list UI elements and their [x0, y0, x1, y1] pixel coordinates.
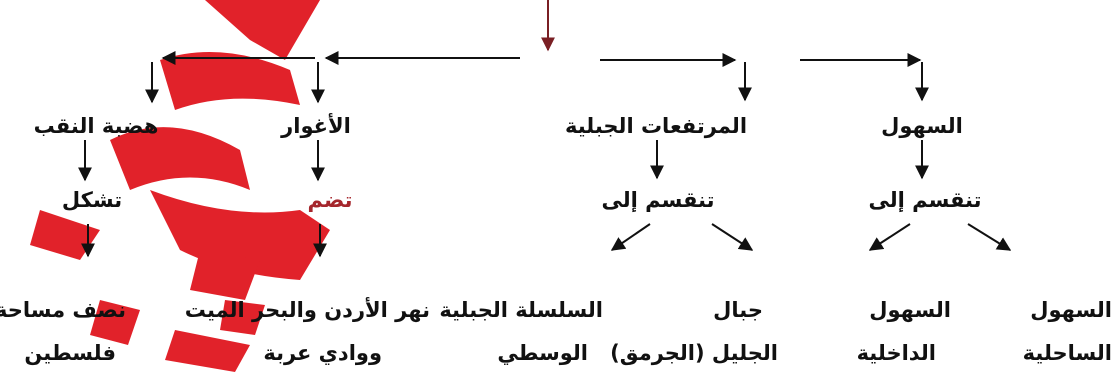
category-ghor: الأغوار	[281, 114, 351, 138]
leaf-central-range-line2: الوسطي	[497, 341, 588, 365]
arrow-mountains-left	[610, 223, 651, 251]
leaf-central-range-line1: السلسلة الجبلية	[439, 298, 603, 322]
arrow-plains-left	[868, 223, 911, 251]
subtitle-negev: تشكل	[61, 188, 123, 212]
leaf-jordan-deadsea-line1: نهر الأردن والبحر الميت	[184, 298, 430, 322]
leaf-jordan-deadsea-line2: ووادي عربة	[263, 341, 382, 365]
leaf-half-area-line2: فلسطين	[24, 341, 116, 365]
subtitle-ghor: تضم	[307, 188, 353, 212]
category-plains: السهول	[881, 114, 963, 138]
leaf-interior-plains-line2: الداخلية	[856, 341, 936, 365]
leaf-coastal-plains-line1: السهول	[1030, 298, 1112, 322]
arrow-plains-right	[967, 223, 1012, 251]
leaf-galilee-line2: الجليل (الجرمق)	[610, 341, 778, 365]
leaf-interior-plains-line1: السهول	[869, 298, 951, 322]
leaf-coastal-plains-line2: الساحلية	[1022, 341, 1112, 365]
leaf-galilee-line1: جبال	[713, 298, 763, 322]
category-mountains: المرتفعات الجبلية	[564, 114, 748, 138]
arrow-mountains-right	[711, 223, 754, 251]
subtitle-mountains: تنقسم إلى	[601, 188, 715, 212]
leaf-half-area-line1: نصف مساحة	[0, 298, 126, 322]
subtitle-plains: تنقسم إلى	[868, 188, 982, 212]
category-negev: هضبة النقب	[33, 114, 159, 138]
